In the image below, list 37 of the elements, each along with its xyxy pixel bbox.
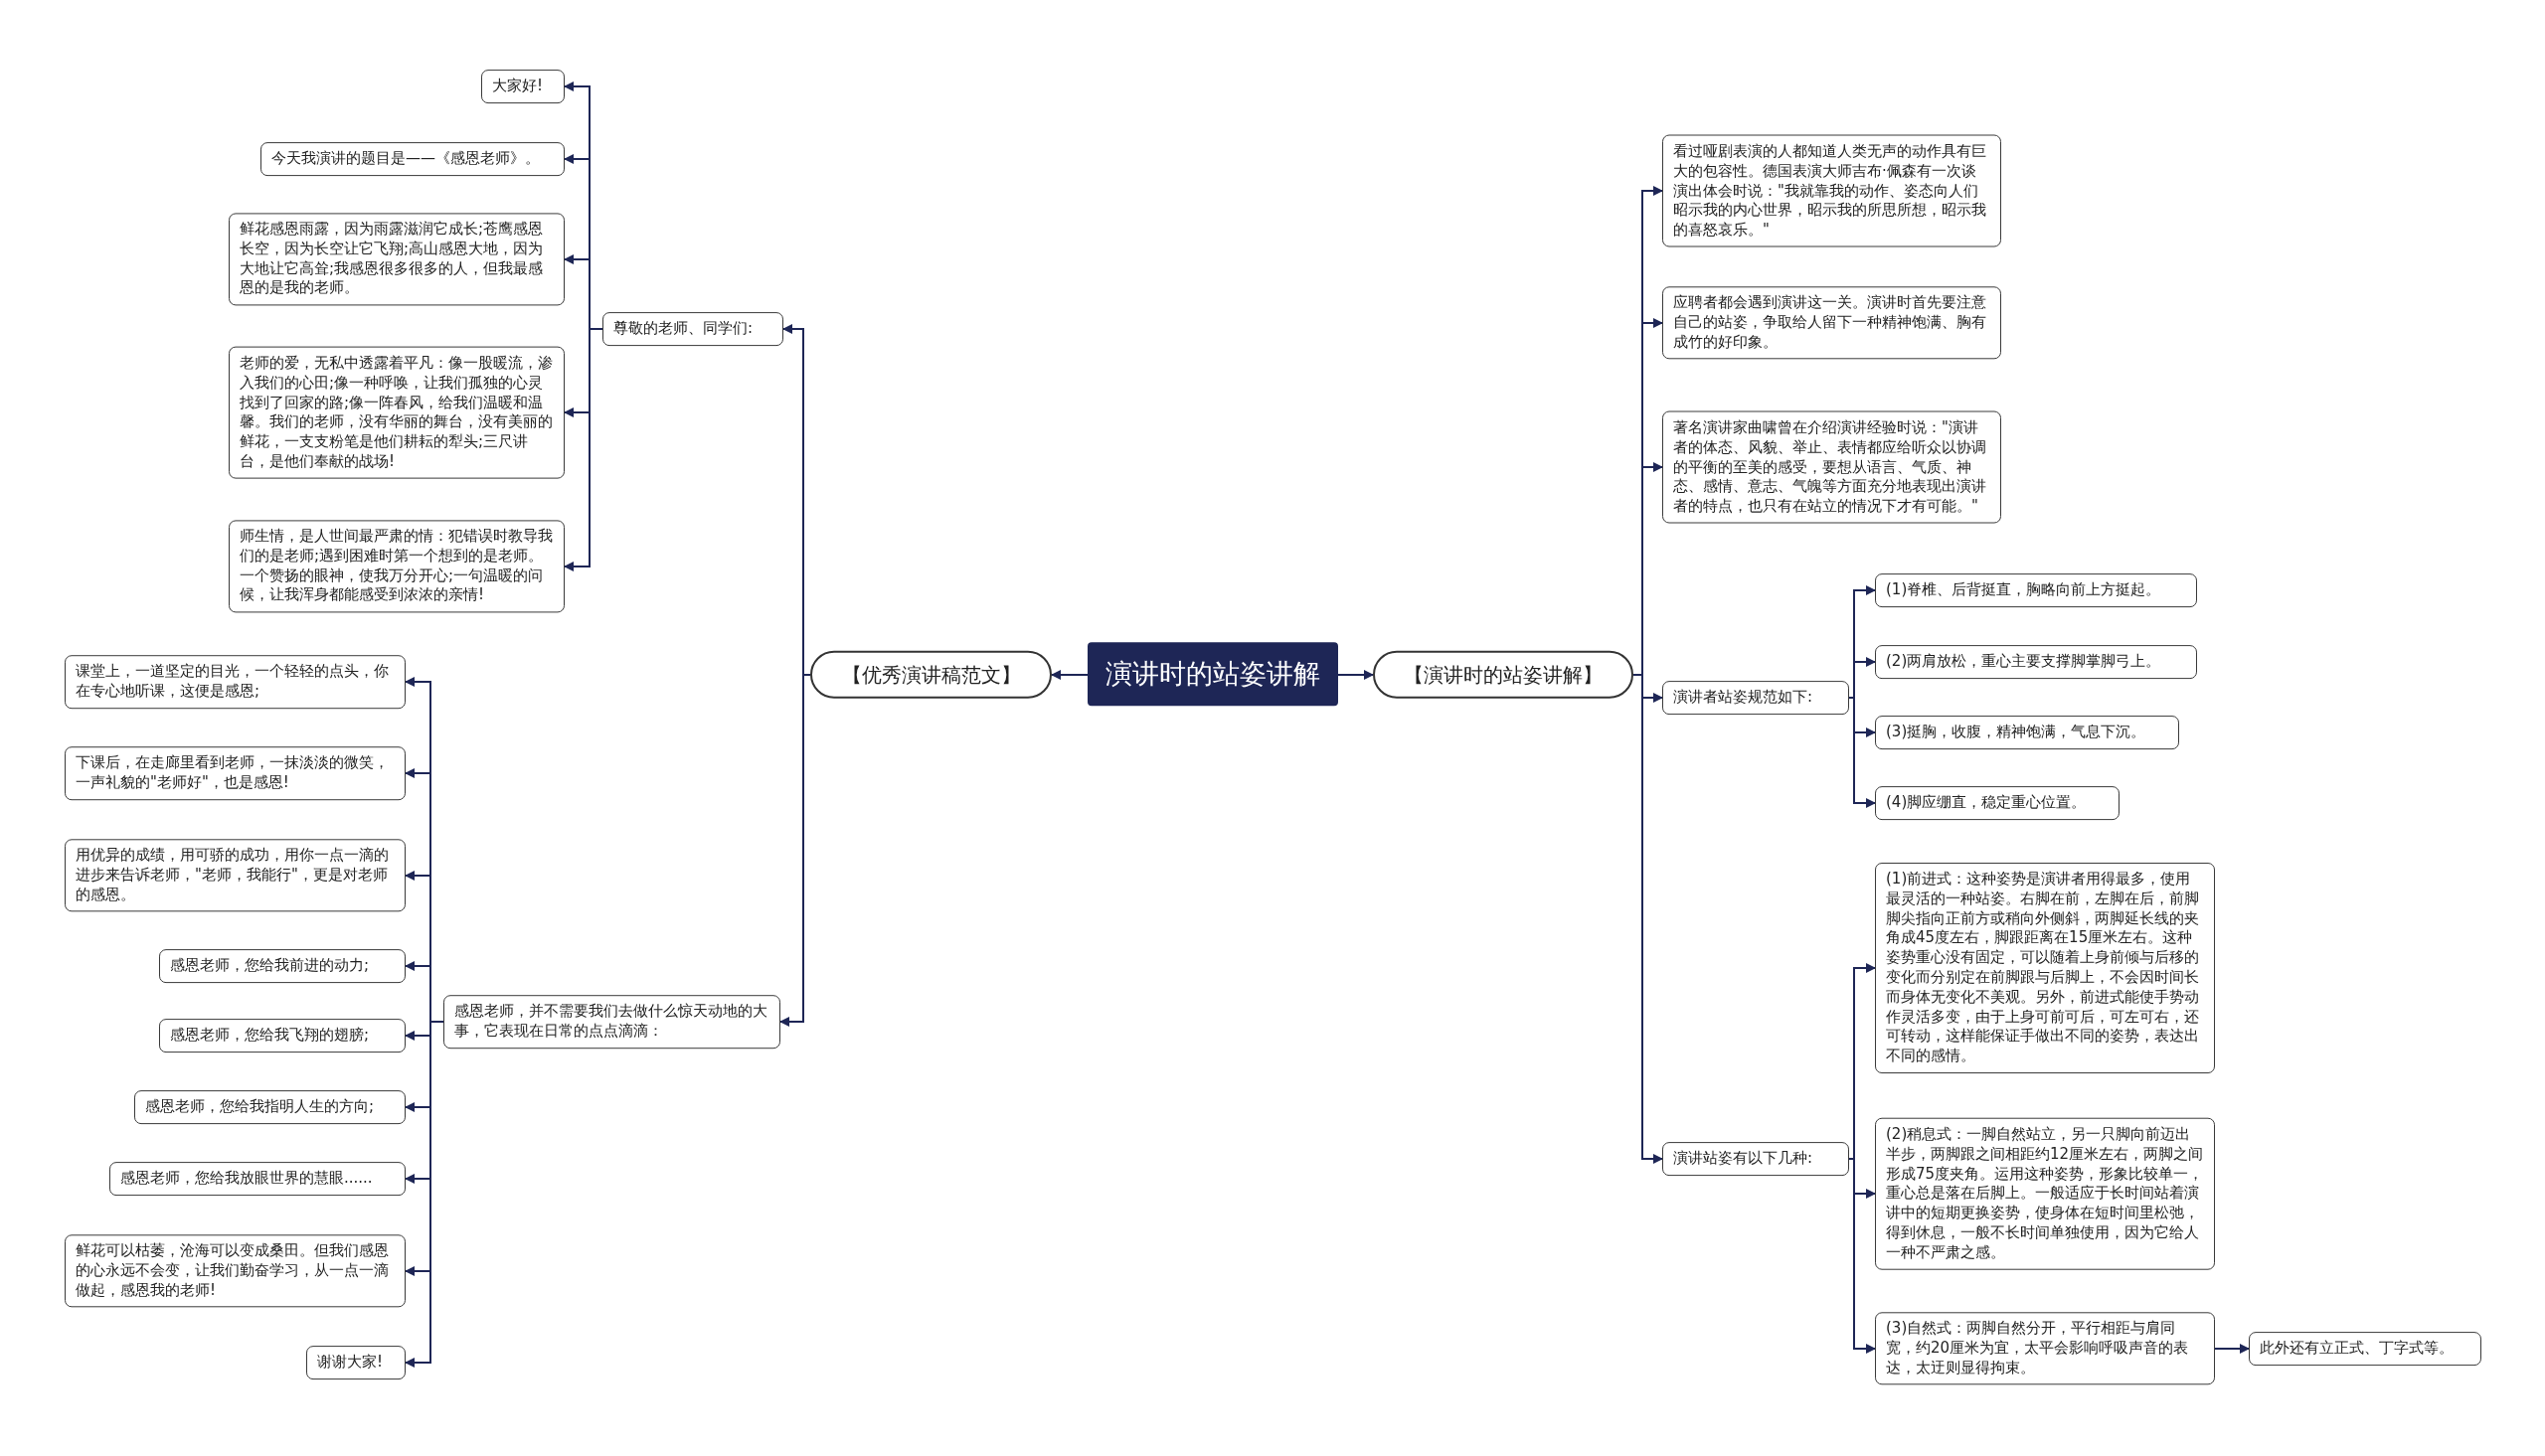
connector-arrow — [1337, 670, 1374, 680]
topic-box: (1)前进式：这种姿势是演讲者用得最多，使用最灵活的一种站姿。右脚在前，左脚在后，前脚脚尖指向正前方或稍向外侧斜，两脚延长线的夹角成45度左右，脚跟距离在15厘米左右。这种姿势重心没有固定，可以随着上身前倾与后移的变化而分别定在前脚跟与后脚上，不会因时间长而身体无变化不美观。另外，前进式能使手势动作灵活多变，由于上身可前可后，可左可右，还可转动，这样能保证手做出不同的姿势，表达出不同的感情。 — [1875, 863, 2215, 1073]
topic-box: 用优异的成绩，用可骄的成功，用你一点一滴的进步来告诉老师，"老师，我能行"，更是对老师的感恩。 — [65, 839, 406, 912]
topic-box: 鲜花感恩雨露，因为雨露滋润它成长;苍鹰感恩长空，因为长空让它飞翔;高山感恩大地，因为大地让它高耸;我感恩很多很多的人，但我最感恩的是我的老师。 — [229, 213, 565, 306]
topic-box: 谢谢大家! — [306, 1346, 406, 1379]
topic-box: 感恩老师，您给我前进的动力; — [159, 949, 406, 983]
topic-box: 今天我演讲的题目是——《感恩老师》。 — [260, 142, 565, 176]
topic-box: (1)脊椎、后背挺直，胸略向前上方挺起。 — [1875, 573, 2197, 607]
topic-box: 感恩老师，您给我放眼世界的慧眼...... — [109, 1162, 406, 1196]
topic-box: (3)自然式：两脚自然分开，平行相距与肩同宽，约20厘米为宜，太平会影响呼吸声音的表达，太迂则显得拘束。 — [1875, 1312, 2215, 1385]
topic-box: 课堂上，一道坚定的目光，一个轻轻的点头，你在专心地听课，这便是感恩; — [65, 655, 406, 709]
branch-topic-box: 【演讲时的站姿讲解】 — [1373, 650, 1633, 700]
topic-box: 演讲站姿有以下几种: — [1662, 1142, 1849, 1176]
topic-box: 著名演讲家曲啸曾在介绍演讲经验时说："演讲者的体态、风貌、举止、表情都应给听众以协调的平衡的至美的感受，要想从语言、气质、神态、感情、意志、气魄等方面充分地表现出演讲者的特点，也只有在站立的情况下才有可能。" — [1662, 410, 2001, 524]
connector-arrow — [1051, 670, 1089, 680]
topic-box: (2)两肩放松，重心主要支撑脚掌脚弓上。 — [1875, 645, 2197, 679]
topic-box: 尊敬的老师、同学们: — [602, 312, 783, 346]
topic-box: 看过哑剧表演的人都知道人类无声的动作具有巨大的包容性。德国表演大师吉布·佩森有一次谈演出体会时说："我就靠我的动作、姿态向人们昭示我的内心世界，昭示我的所思所想，昭示我的喜怒哀乐。" — [1662, 134, 2001, 247]
topic-box: 此外还有立正式、丁字式等。 — [2249, 1332, 2481, 1366]
topic-box: (3)挺胸，收腹，精神饱满，气息下沉。 — [1875, 716, 2179, 749]
topic-box: 感恩老师，并不需要我们去做什么惊天动地的大事，它表现在日常的点点滴滴： — [443, 995, 780, 1049]
connector-arrow — [779, 674, 811, 1027]
branch-topic-box: 【优秀演讲稿范文】 — [810, 650, 1052, 700]
central-topic-box: 演讲时的站姿讲解 — [1088, 642, 1338, 706]
topic-box: (2)稍息式：一脚自然站立，另一只脚向前迈出半步，两脚跟之间相距约12厘米左右，两脚之间形成75度夹角。运用这种姿势，形象比较单一，重心总是落在后脚上。一般适应于长时间站着演讲中的短期更换姿势，使身体在短时间里松弛，得到休息，一般不长时间单独使用，因为它给人一种不严肃之感。 — [1875, 1117, 2215, 1270]
topic-box: 鲜花可以枯萎，沧海可以变成桑田。但我们感恩的心永远不会变，让我们勤奋学习，从一点一滴做起，感恩我的老师! — [65, 1234, 406, 1308]
topic-box: 感恩老师，您给我指明人生的方向; — [134, 1090, 406, 1124]
topic-box: 大家好! — [481, 70, 565, 103]
connector-arrow — [564, 328, 603, 571]
topic-box: 演讲者站姿规范如下: — [1662, 681, 1849, 715]
topic-box: 下课后，在走廊里看到老师，一抹淡淡的微笑，一声礼貌的"老师好"，也是感恩! — [65, 746, 406, 800]
topic-box: 应聘者都会遇到演讲这一关。演讲时首先要注意自己的站姿，争取给人留下一种精神饱满、胸有成竹的好印象。 — [1662, 286, 2001, 360]
topic-box: 老师的爱，无私中透露着平凡：像一股暖流，渗入我们的心田;像一种呼唤，让我们孤独的心灵找到了回家的路;像一阵春风，给我们温暖和温馨。我们的老师，没有华丽的舞台，没有美丽的鲜花，一支支粉笔是他们耕耘的犁头;三尺讲台，是他们奉献的战场! — [229, 346, 565, 479]
topic-box: 感恩老师，您给我飞翔的翅膀; — [159, 1019, 406, 1052]
topic-box: 师生情，是人世间最严肃的情：犯错误时教导我们的是老师;遇到困难时第一个想到的是老师。一个赞扬的眼神，使我万分开心;一句温暖的问候，让我浑身都能感受到浓浓的亲情! — [229, 520, 565, 613]
topic-box: (4)脚应绷直，稳定重心位置。 — [1875, 786, 2120, 820]
connector-arrow — [2214, 1344, 2250, 1354]
